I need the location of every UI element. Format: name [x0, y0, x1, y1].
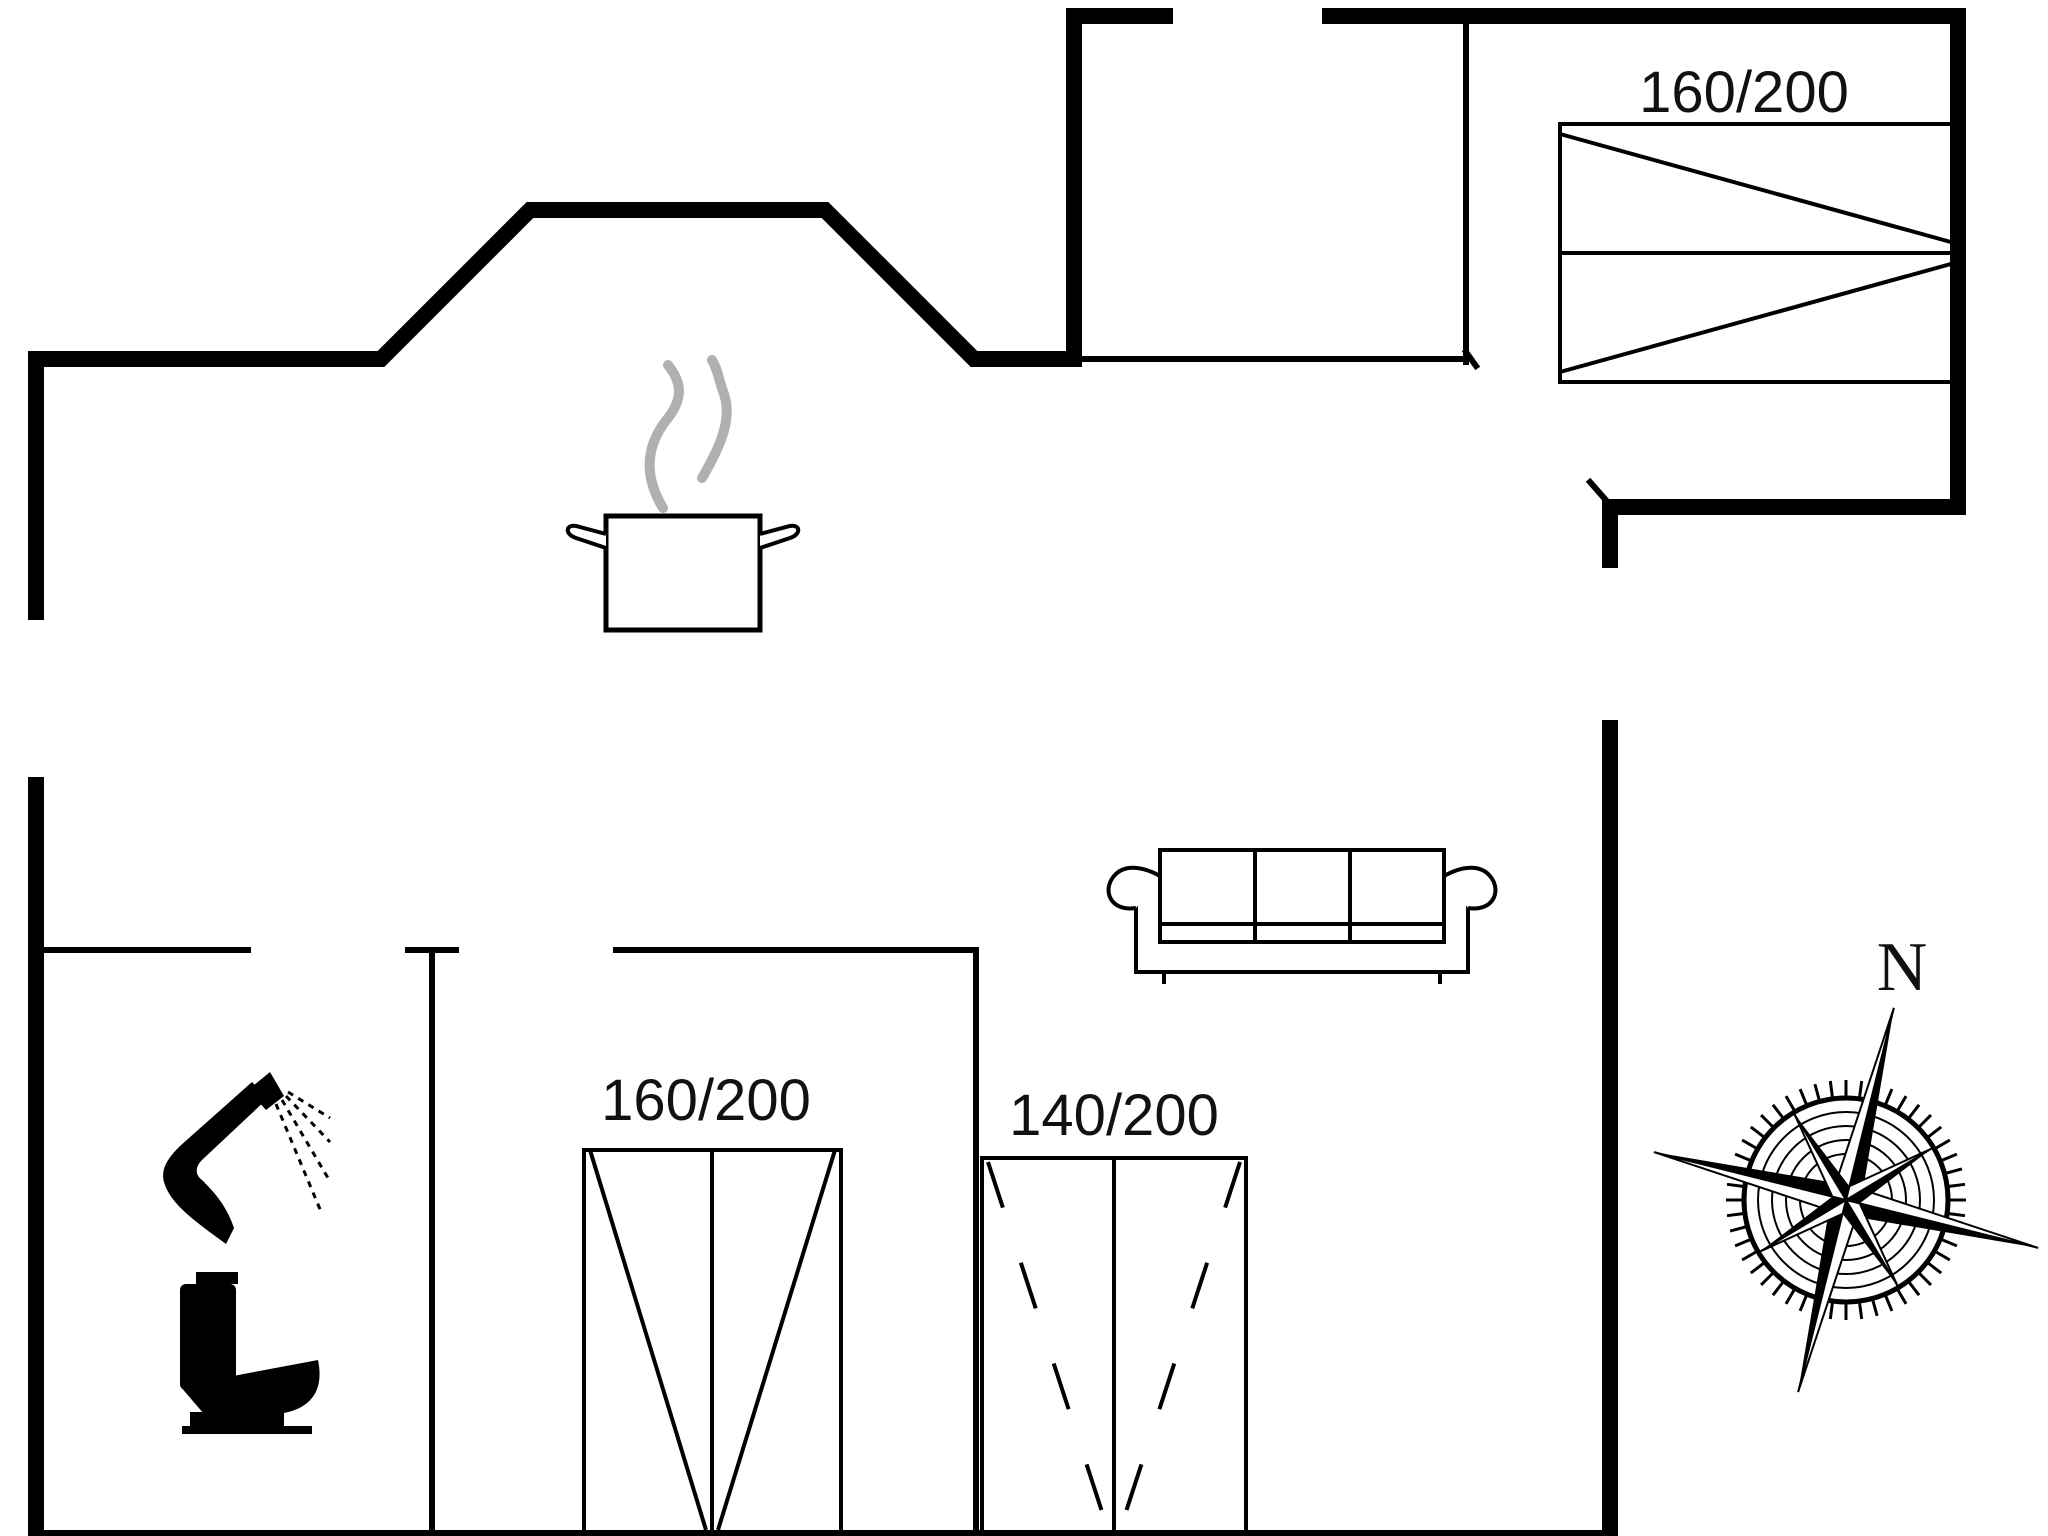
bed-pillow-line: [588, 1149, 708, 1531]
toilet-icon: [180, 1272, 320, 1434]
bed-pillow-line: [1559, 260, 1959, 374]
compass-tick: [1726, 1182, 1744, 1188]
steam-icon: [697, 355, 732, 483]
compass-tick: [1798, 1295, 1808, 1312]
compass-tick: [1749, 1262, 1765, 1275]
wall-upper-left: [28, 8, 1173, 620]
door-upper-room: [1461, 347, 1481, 371]
compass-tick: [1946, 1167, 1963, 1175]
bed-pillow-line: [716, 1149, 837, 1531]
compass-tick: [1734, 1238, 1751, 1248]
compass-tick: [1935, 1138, 1951, 1150]
compass-tick: [1726, 1212, 1744, 1218]
wall-lower: [28, 720, 1618, 1536]
bed-pillow-line: [1559, 132, 1959, 246]
bed-dashed-lines: [986, 1161, 1242, 1531]
compass-tick: [1828, 1302, 1834, 1320]
compass-tick: [1771, 1103, 1784, 1119]
steam-icon: [644, 360, 684, 513]
compass-tick: [1948, 1182, 1966, 1188]
interior-walls: [43, 19, 1617, 1533]
compass-tick: [1771, 1281, 1784, 1297]
compass-tick: [1927, 1125, 1943, 1138]
compass-tick: [1908, 1103, 1921, 1119]
compass-tick: [1749, 1125, 1765, 1138]
compass-tick: [1884, 1295, 1894, 1312]
compass-tick: [1760, 1114, 1774, 1128]
compass-tick: [1935, 1250, 1951, 1262]
sofa-icon: [1106, 848, 1498, 984]
compass-tick: [1760, 1272, 1774, 1286]
compass-tick: [1828, 1080, 1834, 1098]
compass-tick: [1927, 1262, 1943, 1275]
compass-tick: [1948, 1212, 1966, 1218]
compass-tick: [1734, 1152, 1751, 1162]
compass-tick: [1908, 1281, 1921, 1297]
compass-rose-icon: [1653, 1007, 2039, 1393]
shower-icon: [163, 1072, 332, 1244]
compass-tick: [1741, 1138, 1757, 1150]
compass-tick: [1784, 1289, 1796, 1305]
bed-size-label: 140/200: [1009, 1083, 1219, 1148]
compass-north-label: N: [1877, 929, 1928, 1006]
bed-size-label: 160/200: [1639, 60, 1849, 125]
compass-tick: [1858, 1080, 1864, 1098]
compass-tick: [1784, 1095, 1796, 1111]
compass-tick: [1813, 1083, 1821, 1100]
compass-tick: [1798, 1088, 1808, 1105]
compass-tick: [1918, 1272, 1932, 1286]
compass-tick: [1884, 1088, 1894, 1105]
compass-tick: [1858, 1302, 1864, 1320]
compass-tick: [1871, 1300, 1879, 1317]
bed-bottom-middle: [582, 1148, 843, 1536]
door-bedroom-upper-right: [1585, 477, 1617, 512]
bed-top-right: [1558, 122, 1960, 384]
walls: [28, 8, 1966, 1536]
cooking-pot-icon: [565, 355, 801, 633]
bed-bottom-right: [980, 1156, 1248, 1536]
compass-tick: [1896, 1095, 1908, 1111]
compass-tick: [1741, 1250, 1757, 1262]
compass-tick: [1729, 1225, 1746, 1233]
compass-tick: [1896, 1289, 1908, 1305]
bed-size-label: 160/200: [601, 1068, 811, 1133]
compass-tick: [1918, 1114, 1932, 1128]
compass-tick: [1941, 1238, 1958, 1248]
compass-tick: [1941, 1152, 1958, 1162]
wall-top-right: [1322, 8, 1966, 568]
